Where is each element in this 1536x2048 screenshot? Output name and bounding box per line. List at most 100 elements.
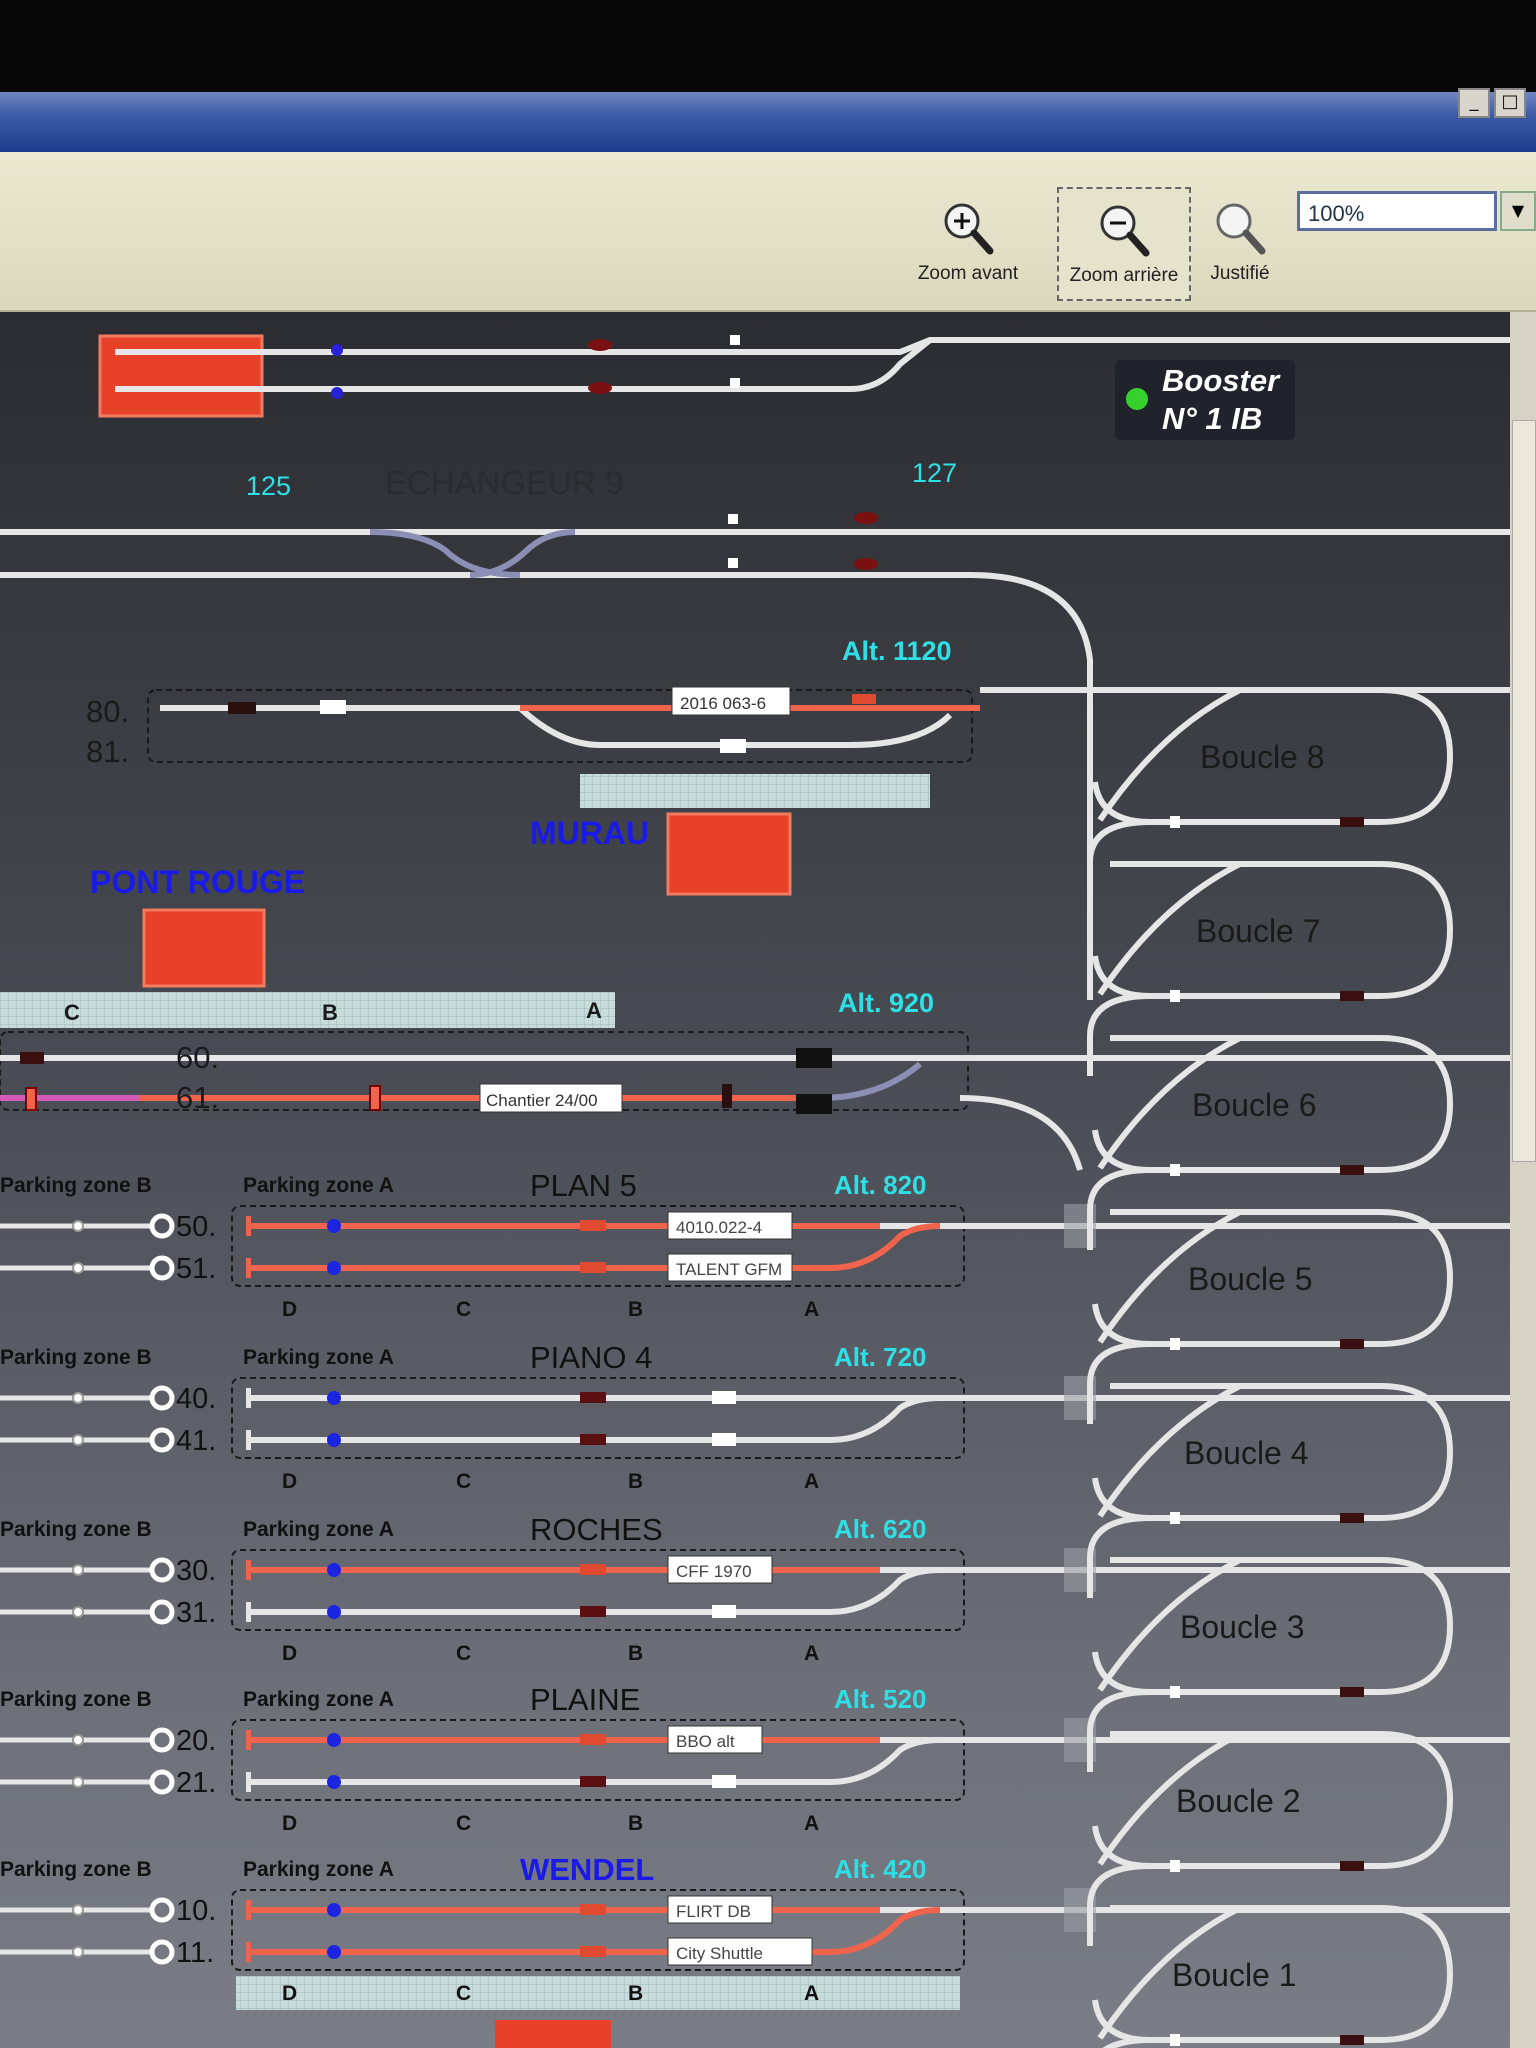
- maximize-button[interactable]: □: [1494, 88, 1526, 118]
- monitor-bezel: [0, 0, 1536, 90]
- loop-label: Boucle 3: [1180, 1609, 1305, 1645]
- track-layout: 125 ECHANGEUR 9 127 Alt. 1120 80. 81. 20…: [0, 334, 1510, 2048]
- zoom-in-label: Zoom avant: [917, 263, 1019, 284]
- station-label-echangeur: ECHANGEUR 9: [385, 464, 623, 501]
- scrollbar-thumb[interactable]: [1512, 420, 1536, 1162]
- station-label: ROCHES: [530, 1512, 663, 1547]
- booster-title: Booster: [1162, 363, 1280, 398]
- station-label: PLAINE: [530, 1682, 640, 1717]
- train-label[interactable]: TALENT GFM: [676, 1260, 782, 1279]
- chevron-down-icon[interactable]: ▼: [1500, 191, 1536, 231]
- section-label: D: [282, 1298, 297, 1321]
- track-number: 50.: [176, 1211, 216, 1243]
- zone-label: Parking zone B: [0, 1688, 152, 1711]
- section-label: C: [456, 1470, 471, 1493]
- section-label: B: [628, 1298, 643, 1321]
- track-number: 41.: [176, 1425, 216, 1457]
- track-number: 10.: [176, 1895, 216, 1927]
- section-label: D: [282, 1812, 297, 1835]
- section-label: B: [628, 1642, 643, 1665]
- section-label: C: [456, 1298, 471, 1321]
- block-label-125: 125: [246, 471, 291, 501]
- station-label-murau: MURAU: [530, 815, 649, 851]
- track-number: 30.: [176, 1555, 216, 1587]
- section-label: B: [628, 1982, 643, 2005]
- zone-label: Parking zone A: [243, 1858, 394, 1881]
- section-label: C: [456, 1812, 471, 1835]
- track-number: 20.: [176, 1725, 216, 1757]
- train-label[interactable]: CFF 1970: [676, 1562, 752, 1581]
- train-label[interactable]: BBO alt: [676, 1732, 735, 1751]
- booster-status-indicator: [1126, 388, 1148, 410]
- track-number: 31.: [176, 1597, 216, 1629]
- track-number: 40.: [176, 1383, 216, 1415]
- train-label[interactable]: FLIRT DB: [676, 1902, 751, 1921]
- altitude-label: Alt. 420: [834, 1854, 927, 1884]
- train-label[interactable]: 4010.022-4: [676, 1218, 762, 1237]
- track-number: 60.: [176, 1040, 219, 1075]
- zoom-level-select[interactable]: 100%: [1297, 191, 1497, 231]
- loop-label: Boucle 5: [1188, 1261, 1313, 1297]
- track-number: 11.: [176, 1937, 214, 1969]
- zone-label: Parking zone A: [243, 1688, 394, 1711]
- section-label: B: [322, 1000, 338, 1025]
- section-label: B: [628, 1470, 643, 1493]
- minimize-button[interactable]: _: [1458, 88, 1490, 118]
- track-number: 81.: [86, 734, 129, 769]
- train-label[interactable]: City Shuttle: [676, 1944, 763, 1963]
- section-label: D: [282, 1470, 297, 1493]
- block-label-127: 127: [912, 458, 957, 488]
- station-label: WENDEL: [520, 1852, 654, 1887]
- loop-label: Boucle 7: [1196, 913, 1321, 949]
- section-label: C: [456, 1982, 471, 2005]
- window-controls: _ □: [1458, 88, 1526, 118]
- section-label: C: [456, 1642, 471, 1665]
- track-diagram-canvas: [0, 312, 1520, 2048]
- zone-label: Parking zone A: [243, 1174, 394, 1197]
- track-number: 80.: [86, 694, 129, 729]
- altitude-label: Alt. 920: [838, 988, 934, 1018]
- loop-label: Boucle 2: [1176, 1783, 1301, 1819]
- section-label: C: [64, 1000, 80, 1025]
- zone-label: Parking zone B: [0, 1858, 152, 1881]
- zoom-in-button[interactable]: Zoom avant: [903, 187, 1033, 297]
- altitude-label: Alt. 820: [834, 1170, 927, 1200]
- zone-label: Parking zone A: [243, 1346, 394, 1369]
- station-label: PLAN 5: [530, 1168, 637, 1203]
- station-label-pont-rouge: PONT ROUGE: [90, 864, 305, 900]
- toolbar: Zoom avant Zoom arrière Justifié: [0, 152, 1536, 312]
- window-titlebar: [0, 92, 1536, 152]
- loop-label: Boucle 4: [1184, 1435, 1309, 1471]
- altitude-label: Alt. 620: [834, 1514, 927, 1544]
- fit-button[interactable]: Justifié: [1175, 187, 1305, 297]
- train-label[interactable]: 2016 063-6: [680, 694, 766, 713]
- loop-label: Boucle 8: [1200, 739, 1325, 775]
- zoom-out-button[interactable]: Zoom arrière: [1057, 187, 1191, 301]
- section-label: A: [804, 1470, 819, 1493]
- fit-label: Justifié: [1210, 263, 1270, 284]
- loop-label: Boucle 6: [1192, 1087, 1317, 1123]
- altitude-label: Alt. 720: [834, 1342, 927, 1372]
- loop-label: Boucle 1: [1172, 1957, 1297, 1993]
- zone-label: Parking zone B: [0, 1174, 152, 1197]
- section-label: A: [804, 1642, 819, 1665]
- zone-label: Parking zone B: [0, 1346, 152, 1369]
- train-label[interactable]: Chantier 24/00: [486, 1091, 598, 1110]
- track-number: 61.: [176, 1080, 219, 1115]
- magnifier-icon: [1216, 203, 1266, 255]
- track-number: 21.: [176, 1767, 216, 1799]
- station-label: PIANO 4: [530, 1340, 652, 1375]
- building: [98, 334, 264, 418]
- zone-label: Parking zone B: [0, 1518, 152, 1541]
- zoom-out-icon: [1100, 205, 1150, 257]
- section-label: B: [628, 1812, 643, 1835]
- track-number: 51.: [176, 1253, 216, 1285]
- zoom-in-icon: [944, 203, 994, 255]
- zone-label: Parking zone A: [243, 1518, 394, 1541]
- section-label: A: [804, 1982, 819, 2005]
- section-label: D: [282, 1982, 297, 2005]
- section-label: A: [804, 1812, 819, 1835]
- section-label: D: [282, 1642, 297, 1665]
- section-label: A: [586, 998, 602, 1023]
- booster-label: Booster N° 1 IB: [1162, 362, 1279, 438]
